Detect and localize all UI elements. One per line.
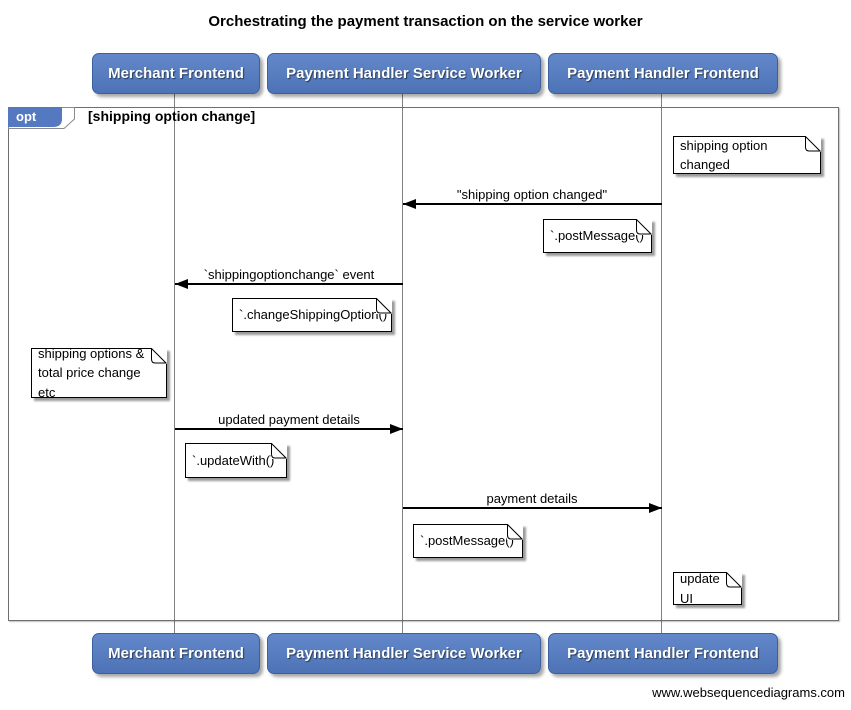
opt-fragment-operator: opt xyxy=(16,109,37,124)
folded-corner-icon xyxy=(507,524,523,540)
note-text: shipping option changed xyxy=(680,137,768,173)
note-postmessage-2: `.postMessage()` xyxy=(413,524,523,558)
actor-label: Payment Handler Service Worker xyxy=(286,65,522,82)
message-arrow-payment-details xyxy=(403,503,662,513)
note-text: `.changeShippingOption()` xyxy=(239,307,392,323)
note-text: `.updateWith()` xyxy=(192,452,279,468)
actor-payment-handler-frontend-top: Payment Handler Frontend xyxy=(548,53,778,94)
actor-label: Merchant Frontend xyxy=(108,65,244,82)
actor-label: Merchant Frontend xyxy=(108,645,244,662)
actor-label: Payment Handler Frontend xyxy=(567,645,759,662)
folded-corner-icon xyxy=(151,348,167,364)
opt-fragment-guard: [shipping option change] xyxy=(88,108,256,124)
message-arrow-shipping-option-changed xyxy=(403,199,662,209)
note-updatewith: `.updateWith()` xyxy=(185,443,287,478)
folded-corner-icon xyxy=(726,572,742,588)
arrowhead-left-icon xyxy=(175,279,188,289)
opt-tab-shape xyxy=(8,107,75,129)
message-label-payment-details: payment details xyxy=(486,491,578,506)
folded-corner-icon xyxy=(376,298,392,314)
actor-payment-handler-service-worker-bottom: Payment Handler Service Worker xyxy=(267,633,541,674)
actor-merchant-frontend-top: Merchant Frontend xyxy=(92,53,260,94)
note-update-ui: update UI xyxy=(673,571,742,606)
actor-payment-handler-frontend-bottom: Payment Handler Frontend xyxy=(548,633,778,674)
arrowhead-right-icon xyxy=(390,424,403,434)
note-shipping-option-changed: shipping option changed xyxy=(673,136,821,174)
actor-payment-handler-service-worker-top: Payment Handler Service Worker xyxy=(267,53,541,94)
actor-label: Payment Handler Service Worker xyxy=(286,645,522,662)
lifeline-payment-handler-frontend xyxy=(661,92,662,633)
note-text: update UI xyxy=(680,571,720,606)
arrowhead-right-icon xyxy=(649,503,662,513)
opt-fragment-frame xyxy=(8,107,839,621)
websequencediagrams-watermark: www.websequencediagrams.com xyxy=(652,685,845,700)
message-arrow-shippingoptionchange-event xyxy=(175,279,403,289)
folded-corner-icon xyxy=(805,136,821,152)
note-changeshippingoption: `.changeShippingOption()` xyxy=(232,298,392,332)
actor-label: Payment Handler Frontend xyxy=(567,65,759,82)
folded-corner-icon xyxy=(636,219,652,235)
lifeline-merchant-frontend xyxy=(174,92,175,633)
message-label-updated-payment-details: updated payment details xyxy=(218,412,360,427)
actor-merchant-frontend-bottom: Merchant Frontend xyxy=(92,633,260,674)
message-arrow-updated-payment-details xyxy=(175,424,403,434)
message-label-shipping-option-changed: "shipping option changed" xyxy=(456,187,608,202)
note-text: `.postMessage()` xyxy=(550,228,649,244)
note-shipping-options-total-price: shipping options & total price change et… xyxy=(31,346,167,400)
arrowhead-left-icon xyxy=(403,199,416,209)
note-text: shipping options & total price change et… xyxy=(38,345,145,400)
note-text: `.postMessage()` xyxy=(420,533,519,549)
diagram-title: Orchestrating the payment transaction on… xyxy=(208,13,643,30)
message-label-shippingoptionchange-event: `shippingoptionchange` event xyxy=(203,267,375,282)
lifeline-payment-handler-service-worker xyxy=(402,92,403,633)
note-postmessage-1: `.postMessage()` xyxy=(543,219,652,253)
folded-corner-icon xyxy=(271,443,287,459)
